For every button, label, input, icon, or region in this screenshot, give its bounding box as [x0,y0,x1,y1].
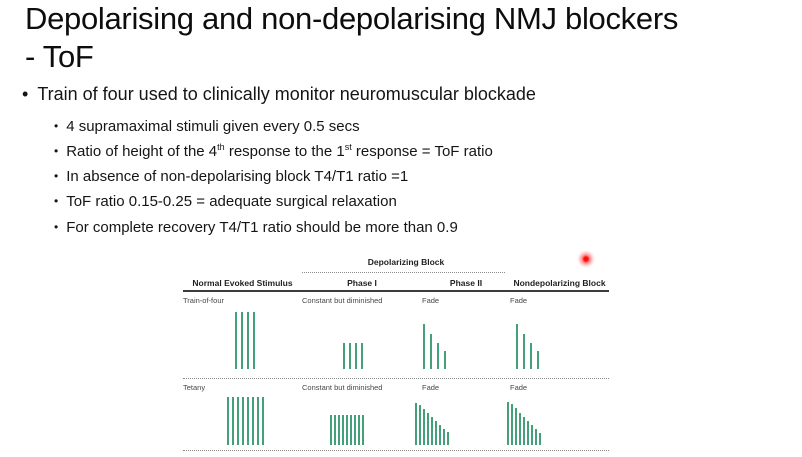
tof-figure: Depolarizing Block Normal Evoked Stimulu… [183,253,609,455]
col-header-nondepolarizing-block: Nondepolarizing Block [513,278,606,288]
bullet-surgical-text: ToF ratio 0.15-0.25 = adequate surgical … [66,193,397,210]
tof-normal-bars [235,312,255,369]
group-header-dotted-underline [302,272,505,273]
ratio-sup-th: th [217,142,225,152]
col-header-phase-2: Phase II [449,278,483,288]
figure-group-header-depolarizing-block: Depolarizing Block [367,257,445,267]
tetany-normal-bars [227,397,264,445]
bullet-main: • Train of four used to clinically monito… [22,84,536,105]
bullet-marker: • [22,84,29,104]
bullet-surgical-relaxation: • ToF ratio 0.15-0.25 = adequate surgical… [54,193,397,210]
tetany-phase2-fade-bars [415,397,449,445]
tof-nondepolarizing-fade-bars [516,312,539,369]
bullet-marker: • [54,144,59,158]
caption-tof-phase1: Constant but diminished [302,296,383,305]
tetany-nondepolarizing-fade-bars [507,397,541,445]
bullet-marker: • [54,220,59,234]
caption-tof-nondepolarizing: Fade [510,296,528,305]
bullet-marker: • [54,169,59,183]
slide-title-line1: Depolarising and non-depolarising NMJ bl… [25,1,679,36]
ratio-text-b: response to the 1 [224,143,345,160]
tof-phase1-bars [343,312,363,369]
bullet-stimuli: • 4 supramaximal stimuli given every 0.5 … [54,118,360,135]
figure-bottom-dotted-line [183,450,609,451]
bullet-recovery: • For complete recovery T4/T1 ratio shoul… [54,219,458,236]
tof-phase2-fade-bars [423,312,446,369]
caption-tof-phase2: Fade [422,296,440,305]
row-separator-dotted [183,378,609,379]
ratio-text-c: response = ToF ratio [351,143,493,160]
row-label-train-of-four: Train-of-four [183,296,224,305]
row-label-tetany: Tetany [183,383,206,392]
tetany-phase1-bars [330,397,364,445]
col-header-normal-evoked-stimulus: Normal Evoked Stimulus [192,278,293,288]
caption-tetany-phase1: Constant but diminished [302,383,383,392]
laser-pointer-dot [577,250,595,268]
bullet-stimuli-text: 4 supramaximal stimuli given every 0.5 s… [66,118,360,135]
bullet-main-text: Train of four used to clinically monitor… [37,84,536,104]
bullet-absence-text: In absence of non-depolarising block T4/… [66,168,409,185]
caption-tetany-phase2: Fade [422,383,440,392]
caption-tetany-nondepolarizing: Fade [510,383,528,392]
bullet-marker: • [54,119,59,133]
bullet-marker: • [54,194,59,208]
bullet-recovery-text: For complete recovery T4/T1 ratio should… [66,219,458,236]
col-header-phase-1: Phase I [347,278,377,288]
ratio-sup-st: st [344,142,352,152]
bullet-absence-block: • In absence of non-depolarising block T4… [54,168,408,185]
bullet-tof-ratio: • Ratio of height of the 4th response to … [54,142,493,161]
table-header-rule [183,290,609,292]
slide-title-line2: - ToF [25,38,94,74]
slide-title: Depolarising and non-depolarising NMJ bl… [25,0,795,76]
ratio-text-a: Ratio of height of the 4 [66,143,218,160]
